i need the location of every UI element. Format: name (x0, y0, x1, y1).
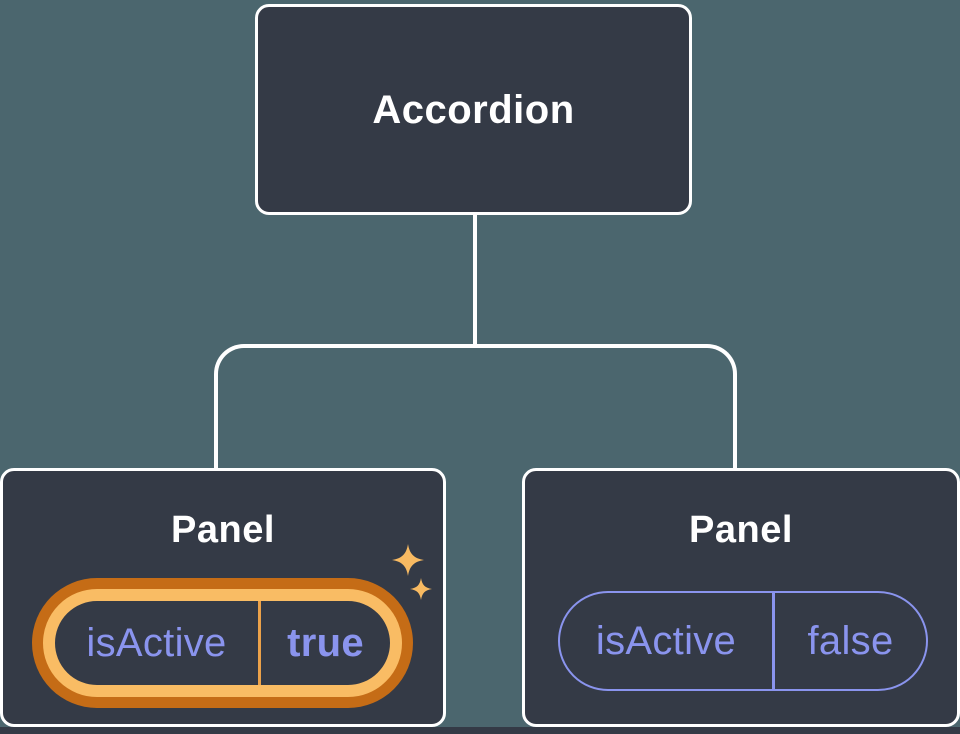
connector-bracket (214, 344, 737, 468)
connector-stem (473, 214, 477, 346)
state-prop-name: isActive (595, 619, 737, 663)
state-pill-active: isActive true (43, 589, 402, 697)
pill-divider (258, 601, 261, 685)
sparkle-small-icon (410, 578, 432, 600)
sparkle-large-icon (392, 544, 424, 576)
sparkle-icon (392, 544, 432, 600)
accordion-node-label: Accordion (372, 87, 575, 132)
bottom-strip (0, 727, 960, 734)
state-pill-inactive: isActive false (558, 591, 928, 691)
state-prop-value: true (287, 621, 364, 665)
pill-divider (772, 593, 775, 689)
state-prop-value: false (807, 619, 894, 663)
accordion-node: Accordion (255, 4, 692, 215)
panel-node-inactive: Panel isActive false (522, 468, 960, 727)
panel-title: Panel (689, 509, 793, 551)
state-prop-name: isActive (86, 621, 227, 665)
panel-node-active: Panel isActive true (0, 468, 446, 727)
panel-title: Panel (171, 509, 275, 551)
